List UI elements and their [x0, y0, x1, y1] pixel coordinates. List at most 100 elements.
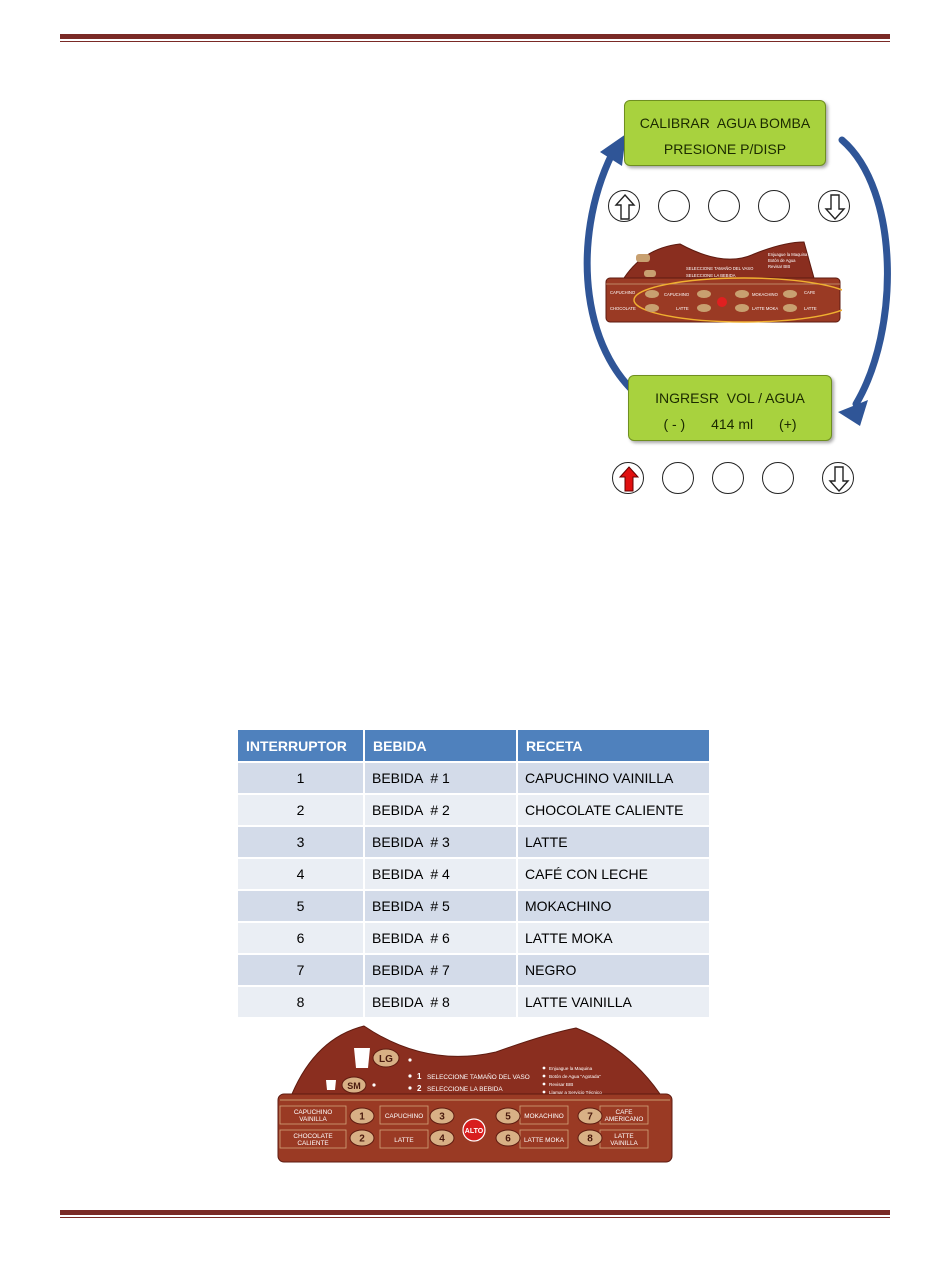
- function-button-2[interactable]: [658, 190, 690, 222]
- drink-button-number: 4: [439, 1134, 445, 1145]
- header-rule: [60, 34, 890, 42]
- function-button-3[interactable]: [708, 190, 740, 222]
- drink-button-5[interactable]: [495, 1107, 521, 1125]
- svg-text:MOKACHINO: MOKACHINO: [752, 292, 779, 297]
- drink-button-number: 5: [505, 1112, 511, 1123]
- left-cycle-arrow: [583, 150, 656, 410]
- cell-interruptor: 3: [238, 825, 365, 858]
- size-sm-button: [341, 1076, 367, 1094]
- right-cycle-arrow: [838, 136, 891, 408]
- lcd-bottom-line1: INGRESR VOL / AGUA: [655, 390, 805, 406]
- svg-text:Revisar BIB: Revisar BIB: [768, 264, 790, 269]
- cell-bebida: BEBIDA # 4: [364, 857, 518, 890]
- lcd-calibrate-screen: CALIBRAR AGUA BOMBA PRESIONE P/DISP: [624, 100, 826, 166]
- function-button-3b[interactable]: [712, 462, 744, 494]
- cell-bebida: BEBIDA # 5: [364, 889, 518, 922]
- drink-button-1[interactable]: [349, 1107, 375, 1125]
- down-button-b[interactable]: [822, 462, 854, 494]
- svg-text:CAPUCHINO: CAPUCHINO: [664, 292, 690, 297]
- up-button[interactable]: [608, 190, 640, 222]
- svg-text:Botón de Agua: Botón de Agua: [768, 258, 796, 263]
- drink-label-text: CAPUCHINO: [385, 1113, 423, 1120]
- drink-label-text: CALIENTE: [297, 1140, 328, 1147]
- step1-text: SELECCIONE TAMAÑO DEL VASO: [427, 1072, 530, 1081]
- header-bebida: BEBIDA: [364, 730, 518, 762]
- table-header-row: INTERRUPTOR BEBIDA RECETA: [238, 730, 711, 762]
- drink-label-text: LATTE: [614, 1133, 633, 1140]
- svg-text:LATTE: LATTE: [804, 306, 817, 311]
- step2-text: SELECCIONE LA BEBIDA: [427, 1086, 503, 1093]
- drink-button-number: 8: [587, 1134, 593, 1145]
- svg-text:SELECCIONE LA BEBIDA: SELECCIONE LA BEBIDA: [686, 273, 736, 278]
- function-button-4b[interactable]: [762, 462, 794, 494]
- cell-interruptor: 4: [238, 857, 365, 890]
- left-arrow-head: [600, 134, 626, 166]
- cell-receta: CAFÉ CON LECHE: [517, 857, 711, 890]
- lcd-top-line2: PRESIONE P/DISP: [663, 141, 787, 157]
- drink-label-text: AMERICANO: [605, 1116, 644, 1123]
- cell-receta: NEGRO: [517, 953, 711, 986]
- function-button-2b[interactable]: [662, 462, 694, 494]
- arrow-down-icon: [824, 194, 846, 221]
- lcd-volume-screen: INGRESR VOL / AGUA ( - ) 414 ml (+): [628, 375, 832, 441]
- size-sm-label: SM: [347, 1081, 361, 1091]
- cell-receta: LATTE VAINILLA: [517, 985, 711, 1017]
- drink-button-number: 2: [359, 1134, 365, 1145]
- cell-receta: LATTE MOKA: [517, 921, 711, 954]
- drink-button-4[interactable]: [429, 1129, 455, 1147]
- drink-label-box: [379, 1129, 429, 1149]
- drink-button-6[interactable]: [495, 1129, 521, 1147]
- drink-button-3[interactable]: [429, 1107, 455, 1125]
- notice-3: Revisar BIB: [549, 1082, 573, 1087]
- header-interruptor: INTERRUPTOR: [238, 730, 365, 762]
- arrow-up-red-icon: [618, 466, 640, 492]
- header-receta: RECETA: [517, 730, 711, 762]
- size-lg-label: LG: [379, 1054, 393, 1065]
- function-button-4[interactable]: [758, 190, 790, 222]
- drink-label-box: [279, 1105, 347, 1125]
- volume-plus-label: (+): [779, 416, 797, 432]
- arrow-down-icon-b: [828, 466, 850, 493]
- drink-label-box: [279, 1129, 347, 1149]
- svg-text:CAFE: CAFE: [804, 290, 815, 295]
- drink-button-number: 3: [439, 1112, 445, 1123]
- small-cup-icon: [326, 1080, 336, 1090]
- drink-label-text: MOKACHINO: [524, 1113, 563, 1120]
- svg-text:CAPUCHINO: CAPUCHINO: [610, 290, 636, 295]
- drink-label-box: [379, 1105, 429, 1125]
- right-arrow-head: [838, 400, 868, 426]
- up-button-active[interactable]: [612, 462, 644, 494]
- down-button[interactable]: [818, 190, 850, 222]
- large-cup-icon: [354, 1048, 370, 1068]
- size-lg-button: [372, 1048, 400, 1068]
- cell-interruptor: 5: [238, 889, 365, 922]
- cell-bebida: BEBIDA # 8: [364, 985, 518, 1017]
- drink-button-8[interactable]: [577, 1129, 603, 1147]
- lcd-bottom-line2: ( - ) 414 ml (+): [629, 416, 831, 432]
- drink-button-7[interactable]: [577, 1107, 603, 1125]
- cell-interruptor: 2: [238, 793, 365, 826]
- step1-number: 1: [417, 1072, 422, 1081]
- drink-button-2[interactable]: [349, 1129, 375, 1147]
- cell-interruptor: 7: [238, 953, 365, 986]
- svg-text:CHOCOLATE: CHOCOLATE: [610, 306, 636, 311]
- volume-minus-label: ( - ): [663, 416, 686, 432]
- notice-2: Botón de Agua "Agotada": [549, 1074, 601, 1079]
- cell-bebida: BEBIDA # 3: [364, 825, 518, 858]
- notice-1: Enjuague la Maquina: [549, 1066, 593, 1071]
- cell-receta: CHOCOLATE CALIENTE: [517, 793, 711, 826]
- control-panel-large: LG SM 1 SELECCIONE TAMAÑO DEL VASO 2 SEL…: [277, 1025, 673, 1163]
- cell-receta: MOKACHINO: [517, 889, 711, 922]
- drink-button-number: 7: [587, 1112, 593, 1123]
- cycle-arrows: [583, 134, 891, 426]
- stop-button: [462, 1118, 486, 1142]
- lcd-top-line1: CALIBRAR AGUA BOMBA: [639, 115, 811, 131]
- svg-text:SELECCIONE TAMAÑO DEL VASO: SELECCIONE TAMAÑO DEL VASO: [686, 266, 754, 271]
